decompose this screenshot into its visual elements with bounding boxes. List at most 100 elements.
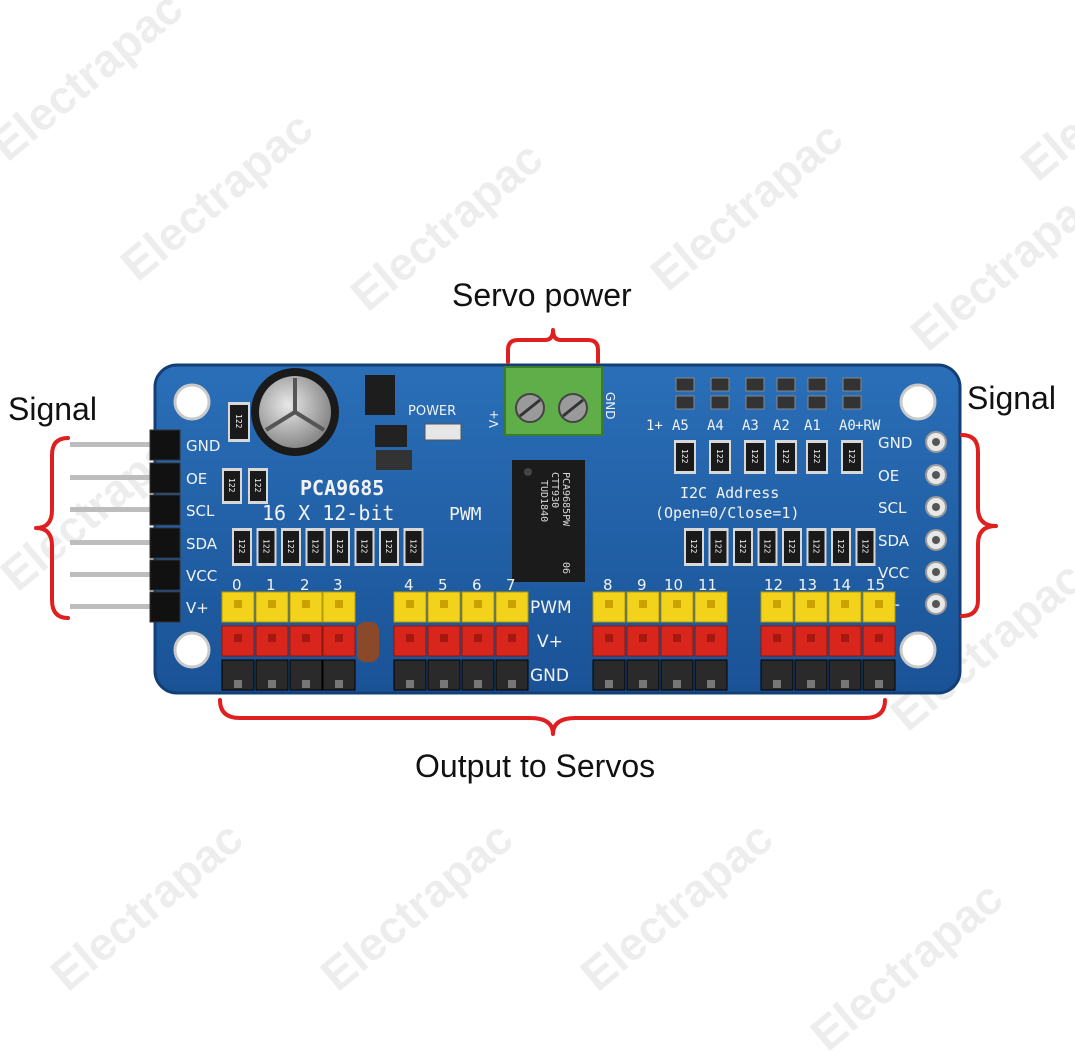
pin-tip (234, 680, 242, 688)
pin-tip (605, 634, 613, 642)
pin-tip (875, 600, 883, 608)
pin-tip (406, 680, 414, 688)
resistor: 122 (744, 440, 766, 474)
svg-text:122: 122 (689, 539, 698, 554)
address-suffix: +RW (855, 418, 881, 434)
svg-text:122: 122 (738, 539, 747, 554)
svg-text:122: 122 (763, 539, 772, 554)
resistor: 122 (248, 468, 268, 504)
svg-text:122: 122 (812, 449, 821, 464)
servo-power-annotation: Servo power (452, 277, 632, 313)
output-servos-bracket (218, 698, 887, 736)
channel-number: 10 (664, 576, 683, 594)
resistor: 122 (281, 528, 301, 566)
svg-text:122: 122 (812, 539, 821, 554)
pin-tip (841, 680, 849, 688)
address-label: A0 (839, 418, 856, 434)
address-pad (675, 395, 695, 410)
left-header-label: V+ (186, 599, 209, 617)
left-header-label: VCC (186, 567, 217, 585)
pin-power (626, 625, 660, 657)
header-pin (70, 475, 155, 480)
board-name: PCA9685 (300, 476, 384, 500)
pin-tip (440, 600, 448, 608)
pin-tip (474, 680, 482, 688)
pin-tip (773, 634, 781, 642)
mounting-hole (899, 631, 937, 669)
address-pad (675, 377, 695, 392)
address-pad (842, 395, 862, 410)
pin-tip (605, 680, 613, 688)
channel-number: 13 (798, 576, 817, 594)
address-prefix: 1+ (646, 418, 663, 434)
pin-tip (673, 680, 681, 688)
pin-tip (773, 600, 781, 608)
pin-tip (508, 680, 516, 688)
signal-right-bracket (960, 433, 998, 618)
svg-text:122: 122 (781, 449, 790, 464)
svg-text:122: 122 (237, 539, 246, 554)
resistor: 122 (228, 402, 250, 442)
pin-tip (807, 634, 815, 642)
channel-number: 8 (603, 576, 613, 594)
pin-tip (841, 600, 849, 608)
mounting-hole (899, 383, 937, 421)
pin-tip (707, 600, 715, 608)
svg-text:122: 122 (836, 539, 845, 554)
pin-tip (508, 600, 516, 608)
pin-tip (234, 600, 242, 608)
channel-number: 4 (404, 576, 414, 594)
header-housing (149, 559, 181, 591)
header-housing (149, 591, 181, 623)
board-spec: 16 X 12-bit (262, 501, 394, 525)
resistor: 122 (708, 528, 729, 566)
channel-number: 14 (832, 576, 851, 594)
address-label: A3 (742, 418, 759, 434)
dynamic-parts: GNDOESCLSDAVCCV+GNDOESCLSDAVCCV+A5122A41… (70, 377, 947, 691)
pin-tip (406, 600, 414, 608)
svg-text:122: 122 (847, 449, 856, 464)
right-header-label: OE (878, 467, 899, 485)
header-pin (70, 604, 155, 609)
right-header-label: VCC (878, 564, 909, 582)
pin-tip (268, 600, 276, 608)
header-housing (149, 494, 181, 526)
resistor: 122 (674, 440, 696, 474)
left-header-label: OE (186, 470, 207, 488)
pwm-center-label: PWM (449, 504, 482, 525)
svg-text:122: 122 (253, 478, 262, 493)
pin-tip (639, 680, 647, 688)
power-label: POWER (408, 404, 456, 419)
resistor: 122 (806, 440, 828, 474)
pin-tip (302, 634, 310, 642)
svg-text:122: 122 (311, 539, 320, 554)
address-pad (776, 377, 796, 392)
pin-tip (875, 680, 883, 688)
svg-text:122: 122 (680, 449, 689, 464)
svg-text:122: 122 (335, 539, 344, 554)
right-header-label: SDA (878, 532, 910, 550)
resistor: 122 (841, 440, 863, 474)
right-header-label: SCL (878, 499, 907, 517)
header-pin (70, 507, 155, 512)
pin-tip (673, 634, 681, 642)
signal-left-annotation: Signal (8, 391, 97, 427)
resistor: 122 (684, 528, 704, 566)
channel-number: 7 (506, 576, 516, 594)
header-pad-hole (932, 536, 940, 544)
resistor: 122 (757, 528, 778, 566)
pin-tip (841, 634, 849, 642)
row-label-pwm: PWM (530, 598, 572, 618)
channel-number: 3 (333, 576, 343, 594)
pin-tip (474, 634, 482, 642)
resistor: 122 (775, 440, 797, 474)
i2c-rule: (Open=0/Close=1) (655, 504, 800, 522)
i2c-title: I2C Address (680, 484, 779, 502)
pin-tip (639, 600, 647, 608)
pin-tip (707, 680, 715, 688)
header-housing (149, 462, 181, 494)
channel-number: 12 (764, 576, 783, 594)
header-pad-hole (932, 471, 940, 479)
